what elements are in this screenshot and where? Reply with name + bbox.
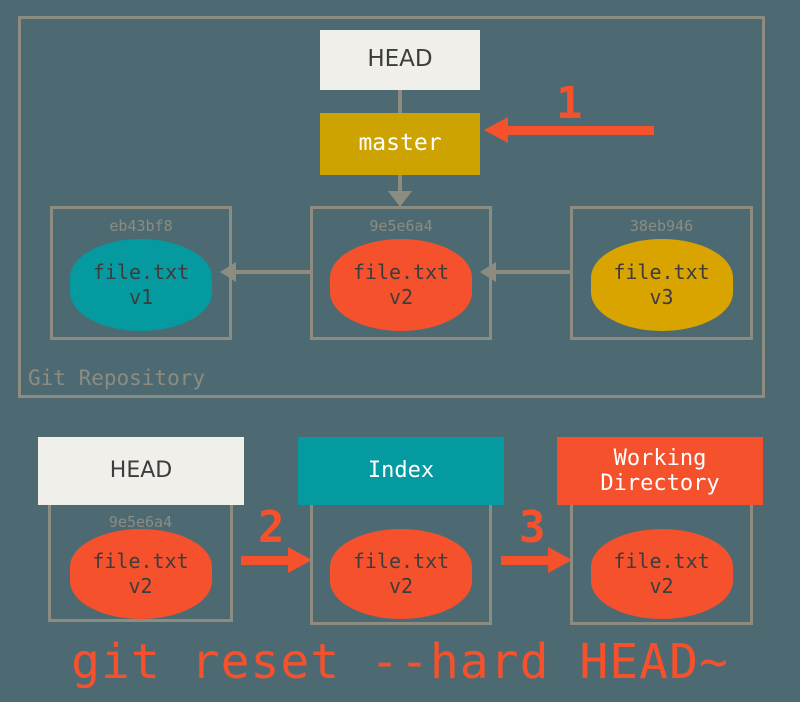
blob-filename: file.txt xyxy=(613,260,710,284)
commit-sha-label: 38eb946 xyxy=(629,217,694,235)
index-area-frame: file.txt v2 xyxy=(310,490,492,625)
commit-blob: file.txt v1 xyxy=(70,239,212,331)
head-area-blob: file.txt v2 xyxy=(69,529,212,619)
blob-filename: file.txt xyxy=(92,549,189,573)
step-3-arrow-shaft xyxy=(501,556,551,565)
commit-blob: file.txt v2 xyxy=(330,239,472,331)
arrow-left-icon xyxy=(220,262,236,282)
master-branch-box: master xyxy=(320,113,480,175)
arrow-right-icon xyxy=(548,547,572,573)
head-pointer-box: HEAD xyxy=(320,30,480,90)
parent-link-c2-c1 xyxy=(232,270,310,274)
arrow-left-icon xyxy=(480,262,496,282)
commit-box-eb43bf8: eb43bf8 file.txt v1 xyxy=(50,206,232,340)
arrow-left-icon xyxy=(484,117,508,143)
index-area-header: Index xyxy=(298,437,504,505)
working-directory-line-2: Directory xyxy=(600,471,720,496)
commit-sha-label: 9e5e6a4 xyxy=(369,217,433,235)
head-area-frame: 9e5e6a4 file.txt v2 xyxy=(48,490,233,622)
step-2-arrow-shaft xyxy=(241,556,291,565)
blob-filename: file.txt xyxy=(613,549,710,573)
head-area-header: HEAD xyxy=(38,437,244,505)
commit-blob: file.txt v3 xyxy=(590,239,733,331)
head-to-master-connector xyxy=(398,90,402,113)
blob-version: v1 xyxy=(128,285,154,309)
arrow-right-icon xyxy=(288,547,312,573)
blob-version: v2 xyxy=(388,574,414,598)
blob-version: v2 xyxy=(649,574,674,598)
step-3-label: 3 xyxy=(519,502,546,553)
git-repository-label: Git Repository xyxy=(28,366,206,390)
blob-version: v3 xyxy=(649,285,674,309)
arrow-down-icon xyxy=(388,191,412,207)
blob-version: v2 xyxy=(388,285,414,309)
blob-filename: file.txt xyxy=(352,260,450,284)
head-area-sha: 9e5e6a4 xyxy=(108,513,173,531)
working-directory-area-blob: file.txt v2 xyxy=(590,529,733,619)
step-2-label: 2 xyxy=(258,502,285,553)
index-area-blob: file.txt v2 xyxy=(330,529,472,619)
working-directory-area-frame: file.txt v2 xyxy=(570,490,753,625)
parent-link-c3-c2 xyxy=(492,270,570,274)
step-1-label: 1 xyxy=(556,78,583,129)
commit-box-9e5e6a4: 9e5e6a4 file.txt v2 xyxy=(310,206,492,340)
blob-version: v2 xyxy=(128,574,153,598)
commit-sha-label: eb43bf8 xyxy=(109,217,173,235)
commit-box-38eb946: 38eb946 file.txt v3 xyxy=(570,206,753,340)
command-caption: git reset --hard HEAD~ xyxy=(71,634,729,690)
blob-filename: file.txt xyxy=(92,260,190,284)
blob-filename: file.txt xyxy=(352,549,450,573)
master-to-commit-connector xyxy=(398,175,402,197)
git-repository-frame xyxy=(18,16,765,398)
working-directory-area-header: Working Directory xyxy=(557,437,763,505)
step-1-arrow-shaft xyxy=(506,126,654,135)
working-directory-line-1: Working xyxy=(613,445,707,471)
